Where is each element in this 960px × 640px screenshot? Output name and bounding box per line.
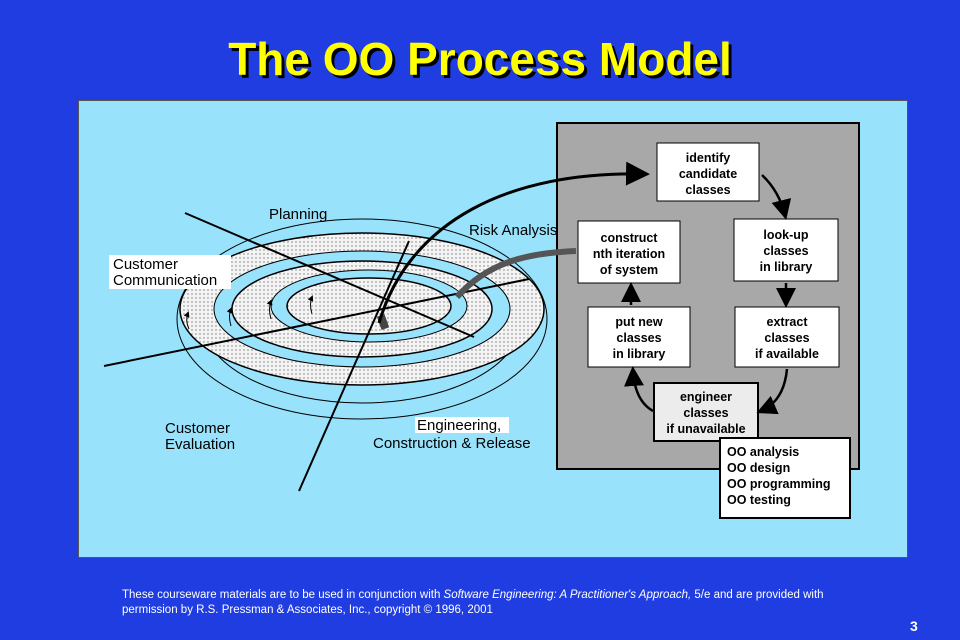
cycle-arrows bbox=[621, 174, 796, 415]
engineering-line2: Construction & Release bbox=[373, 435, 531, 452]
planning-label: Planning bbox=[269, 206, 327, 223]
svg-text:classes: classes bbox=[616, 331, 661, 345]
risk-analysis-label: Risk Analysis bbox=[469, 222, 557, 239]
svg-text:classes: classes bbox=[764, 331, 809, 345]
box-look-up-classes: look-up classes in library bbox=[733, 218, 839, 282]
box-engineer-classes: engineer classes if unavailable bbox=[653, 382, 759, 442]
oo-programming: OO programming bbox=[727, 477, 830, 491]
svg-text:if available: if available bbox=[755, 347, 819, 361]
svg-text:if unavailable: if unavailable bbox=[666, 422, 745, 436]
footer-text-2: 5/e and are provided with permission by … bbox=[122, 589, 824, 616]
svg-text:in library: in library bbox=[760, 260, 813, 274]
oo-analysis: OO analysis bbox=[727, 445, 799, 459]
footer-book-title: Software Engineering: A Practitioner's A… bbox=[443, 589, 692, 601]
oo-process-diagram: Planning Risk Analysis Customer Communic… bbox=[103, 122, 860, 519]
oo-activities-box: OO analysis OO design OO programming OO … bbox=[719, 437, 851, 519]
svg-text:classes: classes bbox=[685, 183, 730, 197]
customer-communication-box bbox=[109, 255, 231, 289]
engineering-line1: Engineering, bbox=[417, 417, 501, 434]
customer-evaluation-line1: Customer bbox=[165, 420, 230, 437]
svg-text:identify: identify bbox=[686, 151, 730, 165]
oo-testing: OO testing bbox=[727, 493, 791, 507]
spiral-model bbox=[103, 212, 548, 492]
box-construct-nth-iteration: construct nth iteration of system bbox=[577, 220, 681, 284]
svg-text:engineer: engineer bbox=[680, 390, 732, 404]
zoom-arrow-lower bbox=[454, 248, 577, 299]
svg-text:classes: classes bbox=[683, 406, 728, 420]
svg-text:candidate: candidate bbox=[679, 167, 737, 181]
svg-text:extract: extract bbox=[767, 315, 809, 329]
box-put-new-classes: put new classes in library bbox=[587, 306, 691, 368]
svg-text:classes: classes bbox=[763, 244, 808, 258]
footer-text-1: These courseware materials are to be use… bbox=[122, 589, 444, 601]
page-number: 3 bbox=[910, 618, 918, 634]
customer-communication-line2: Communication bbox=[113, 272, 217, 289]
svg-text:nth iteration: nth iteration bbox=[593, 247, 665, 261]
engineering-box bbox=[415, 417, 509, 433]
footer-copyright: These courseware materials are to be use… bbox=[122, 588, 882, 618]
slide-title: The OO Process Model bbox=[228, 33, 732, 85]
svg-text:look-up: look-up bbox=[763, 228, 808, 242]
diagram-panel: Planning Risk Analysis Customer Communic… bbox=[78, 100, 908, 558]
zoom-arrow-upper bbox=[377, 161, 650, 324]
customer-communication-line1: Customer bbox=[113, 256, 178, 273]
svg-text:construct: construct bbox=[601, 231, 659, 245]
customer-evaluation-line2: Evaluation bbox=[165, 436, 235, 453]
box-identify-candidate-classes: identify candidate classes bbox=[656, 142, 760, 202]
svg-text:put new: put new bbox=[615, 315, 662, 329]
svg-text:in library: in library bbox=[613, 347, 666, 361]
svg-text:of system: of system bbox=[600, 263, 658, 277]
oo-design: OO design bbox=[727, 461, 790, 475]
box-extract-classes: extract classes if available bbox=[734, 306, 840, 368]
